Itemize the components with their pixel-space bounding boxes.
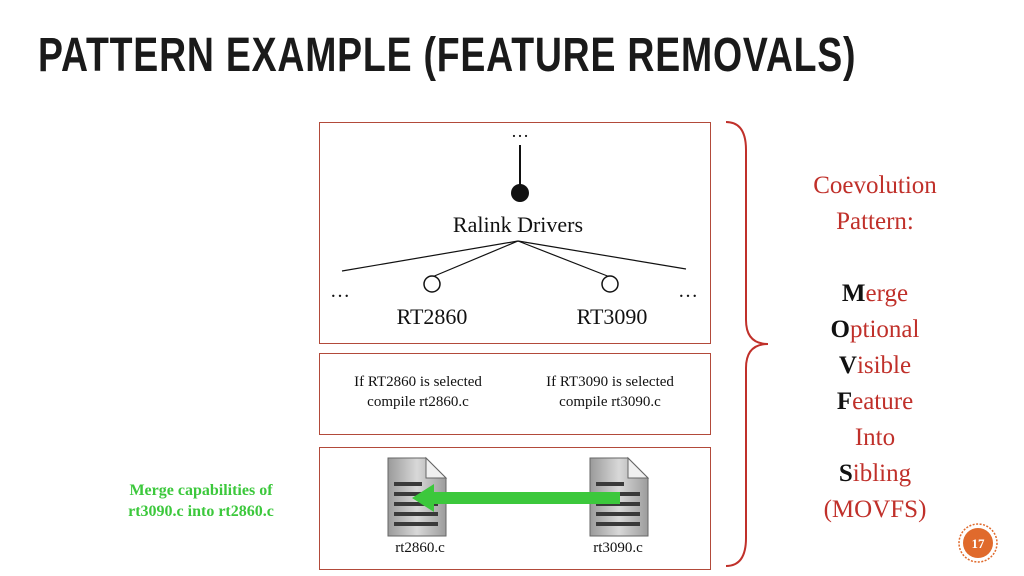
file-merge-diagram bbox=[387, 456, 650, 537]
pattern-word-sibling: Sibling bbox=[780, 456, 970, 492]
condition-line: compile rt3090.c bbox=[559, 394, 661, 410]
word-initial: V bbox=[838, 352, 857, 379]
condition-line: If RT3090 is selected bbox=[546, 374, 674, 390]
pattern-heading: Pattern: bbox=[836, 208, 914, 235]
word-rest: isible bbox=[856, 352, 912, 379]
merge-note-line: Merge capabilities of bbox=[129, 482, 273, 499]
file-name-rt3090: rt3090.c bbox=[593, 540, 643, 556]
page-number: 17 bbox=[972, 536, 986, 551]
build-conditions-panel: If RT2860 is selected compile rt2860.c I… bbox=[319, 353, 711, 435]
pattern-word-optional: Optional bbox=[780, 312, 970, 348]
mandatory-feature-dot bbox=[511, 184, 529, 202]
root-feature-label: Ralink Drivers bbox=[453, 212, 583, 237]
word-rest: erge bbox=[865, 280, 909, 307]
word-initial: O bbox=[830, 316, 850, 343]
condition-line: compile rt2860.c bbox=[367, 394, 469, 410]
condition-rt2860: If RT2860 is selected compile rt2860.c bbox=[328, 372, 508, 412]
pattern-word-merge: Merge bbox=[780, 276, 970, 312]
file-name-rt2860: rt2860.c bbox=[395, 540, 445, 556]
feature-label-rt2860: RT2860 bbox=[397, 304, 468, 329]
pattern-acronym: (MOVFS) bbox=[823, 496, 927, 523]
source-files-panel: rt2860.c rt3090.c bbox=[319, 447, 711, 570]
word-rest: Into bbox=[854, 424, 896, 451]
word-initial: S bbox=[838, 460, 853, 487]
optional-feature-circle-rt2860 bbox=[423, 275, 441, 293]
pattern-word-into: Into bbox=[780, 420, 970, 456]
merge-arrow-icon bbox=[412, 484, 620, 512]
edge-rt2860 bbox=[431, 240, 519, 278]
pattern-word-feature: Feature bbox=[780, 384, 970, 420]
pattern-heading: Coevolution bbox=[813, 172, 937, 199]
feature-label-rt3090: RT3090 bbox=[577, 304, 648, 329]
word-rest: eature bbox=[852, 388, 914, 415]
merge-note: Merge capabilities of rt3090.c into rt28… bbox=[86, 480, 316, 522]
curly-brace-icon bbox=[725, 121, 769, 567]
pattern-description: Coevolution Pattern: Merge Optional Visi… bbox=[780, 168, 970, 528]
condition-line: If RT2860 is selected bbox=[354, 374, 482, 390]
word-rest: ibling bbox=[852, 460, 912, 487]
edge-right-ellipsis bbox=[517, 240, 687, 270]
merge-note-line: rt3090.c into rt2860.c bbox=[128, 503, 274, 520]
feature-model-diagram: … Ralink Drivers … … RT2860 RT3090 bbox=[330, 123, 698, 329]
edge-left-ellipsis bbox=[341, 240, 519, 272]
feature-model-panel: … Ralink Drivers … … RT2860 RT3090 bbox=[319, 122, 711, 344]
page-number-badge: 17 bbox=[958, 523, 998, 563]
word-initial: M bbox=[841, 280, 866, 307]
left-ellipsis: … bbox=[330, 280, 350, 302]
word-rest: ptional bbox=[850, 316, 920, 343]
top-ellipsis: … bbox=[511, 123, 529, 141]
edge-rt3090 bbox=[517, 240, 611, 278]
right-ellipsis: … bbox=[678, 280, 698, 302]
optional-feature-circle-rt3090 bbox=[601, 275, 619, 293]
pattern-word-visible: Visible bbox=[780, 348, 970, 384]
slide-title: PATTERN EXAMPLE (FEATURE REMOVALS) bbox=[38, 29, 857, 82]
condition-rt3090: If RT3090 is selected compile rt3090.c bbox=[520, 372, 700, 412]
word-initial: F bbox=[836, 388, 853, 415]
